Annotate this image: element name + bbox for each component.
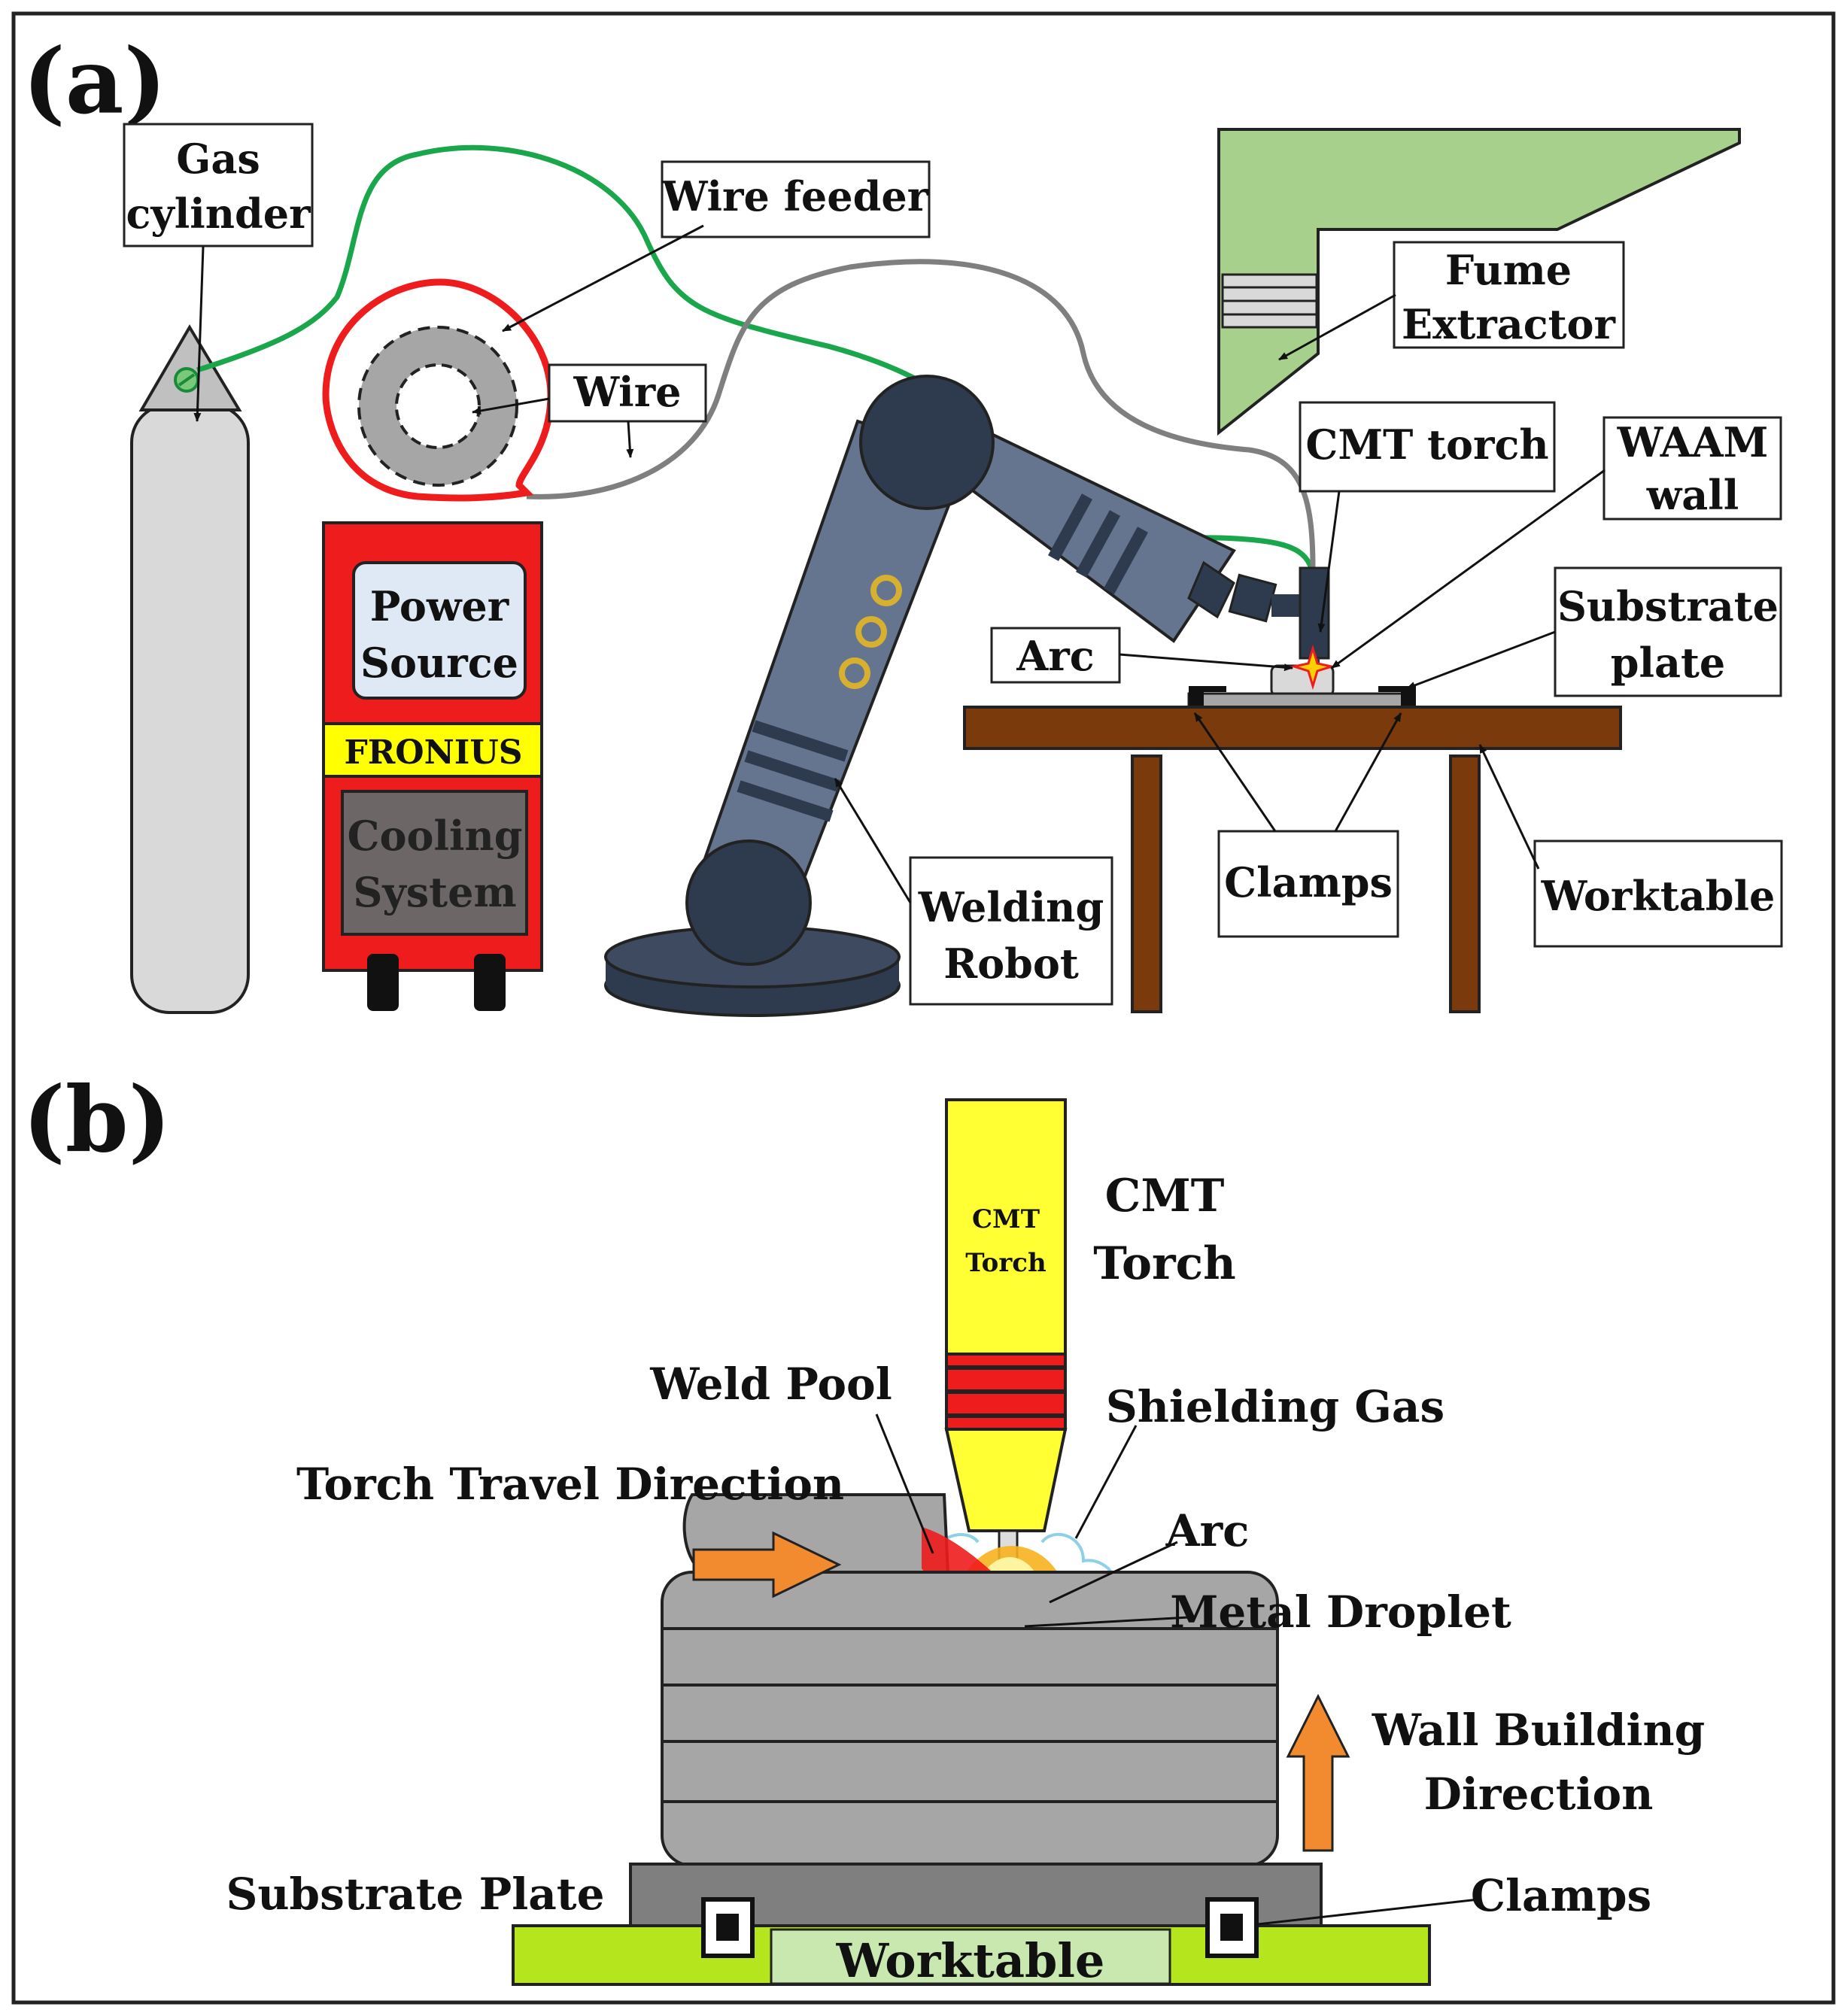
cmt-torch-b-line1: CMT xyxy=(1105,1170,1225,1222)
panel-b-label: (b) xyxy=(23,1067,171,1173)
weld-pool-label: Weld Pool xyxy=(649,1359,892,1410)
torch-body-text-line2: Torch xyxy=(965,1248,1046,1278)
torch-body-text-line1: CMT xyxy=(972,1204,1040,1234)
cmt-torch-b-line2: Torch xyxy=(1093,1237,1236,1290)
wire-feeder xyxy=(322,278,554,502)
substrate-plate-line1: Substrate xyxy=(1557,582,1779,630)
clamps-b xyxy=(701,1897,1259,1958)
wire-label: Wire xyxy=(573,368,681,416)
gas-cylinder xyxy=(130,324,250,1014)
torch-travel-direction-label: Torch Travel Direction xyxy=(296,1459,844,1510)
worktable-label-b: Worktable xyxy=(836,1933,1105,1988)
torch-travel-arrow-icon xyxy=(692,1531,842,1599)
clamps-label-a: Clamps xyxy=(1224,858,1393,906)
power-source-line2: Source xyxy=(360,639,518,687)
clamps-label-b: Clamps xyxy=(1471,1870,1651,1921)
wall-building-direction-line2: Direction xyxy=(1424,1769,1654,1820)
cmt-torch-b xyxy=(944,1098,1068,1620)
cooling-system-line2: System xyxy=(353,868,516,916)
wire-conduit xyxy=(526,259,1316,569)
label-boxes-a xyxy=(123,123,1783,1006)
worktable-a xyxy=(963,706,1622,1013)
waam-wall-b xyxy=(661,1571,1279,1867)
panel-a-label: (a) xyxy=(23,29,166,135)
waam-wall-line2: wall xyxy=(1646,471,1739,519)
metal-droplet-label: Metal Droplet xyxy=(1170,1586,1511,1638)
worktable-label-a: Worktable xyxy=(1541,872,1776,920)
welding-robot-line1: Welding xyxy=(918,883,1104,931)
wall-building-arrow-icon xyxy=(1286,1693,1350,1852)
wire-spool-icon xyxy=(395,363,481,449)
cmt-torch-label: CMT torch xyxy=(1305,421,1548,469)
substrate-plate-label-b: Substrate Plate xyxy=(226,1869,605,1920)
gas-cylinder-line1: Gas xyxy=(176,135,260,183)
fume-extractor-stripes xyxy=(1221,273,1318,329)
arc-label-a: Arc xyxy=(1016,632,1094,680)
substrate-plate-line2: plate xyxy=(1611,639,1726,687)
fronius-label: FRONIUS xyxy=(344,733,522,772)
arc-label-b: Arc xyxy=(1165,1505,1250,1556)
cooling-system-line1: Cooling xyxy=(347,812,522,860)
fronius-machine xyxy=(322,521,543,1011)
shielding-gas-label: Shielding Gas xyxy=(1106,1381,1444,1432)
welding-robot-line2: Robot xyxy=(943,940,1079,988)
welding-robot xyxy=(604,375,1305,1017)
fume-extractor-line1: Fume xyxy=(1445,246,1572,294)
wire-feeder-label: Wire feeder xyxy=(661,172,929,220)
worktable-b-center xyxy=(770,1928,1171,1985)
wall-building-direction-line1: Wall Building xyxy=(1372,1705,1706,1756)
power-source-line1: Power xyxy=(370,582,509,630)
fume-extractor-line2: Extractor xyxy=(1402,300,1616,348)
waam-wall-line1: WAAM xyxy=(1617,418,1769,466)
fume-extractor-hood xyxy=(1217,128,1741,436)
substrate-plate-a xyxy=(1187,692,1416,709)
leader-lines-a xyxy=(193,224,1605,903)
gas-cylinder-line2: cylinder xyxy=(126,190,311,238)
leader-lines-b xyxy=(875,1413,1479,1926)
arc-spark-icon xyxy=(1290,644,1336,691)
